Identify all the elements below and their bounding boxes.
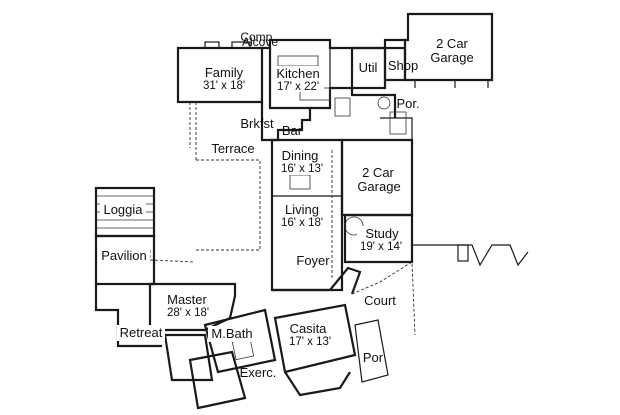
garage-top-label-1: 2 Car — [436, 36, 468, 51]
court-outline — [351, 261, 416, 336]
kitchen-walls — [268, 48, 397, 118]
foyer-walls — [272, 266, 362, 295]
study-size: 19' x 14' — [360, 241, 402, 253]
garage-top-label-2: Garage — [430, 50, 473, 65]
exerc-walls — [188, 350, 247, 410]
casita-size: 17' x 13' — [289, 336, 331, 348]
por-top-label: Por. — [396, 96, 419, 111]
exerc-label: Exerc. — [240, 365, 277, 380]
north-wall — [260, 38, 405, 50]
family-label: Family — [205, 65, 244, 80]
retreat-label: Retreat — [120, 325, 163, 340]
loggia-label: Loggia — [103, 202, 143, 217]
mbath-label: M.Bath — [211, 326, 252, 341]
closet-walls — [163, 333, 214, 382]
kitchen-label: Kitchen — [276, 66, 319, 81]
por-bottom-walls — [354, 319, 389, 383]
living-size: 16' x 18' — [281, 217, 323, 229]
master-size: 28' x 18' — [167, 307, 209, 319]
pavilion-walls — [94, 234, 156, 286]
comp-label: Comp. — [240, 30, 275, 44]
study-walls — [343, 213, 414, 264]
room-labels: 2 Car Garage Comp. Alcove Family 31' x 1… — [98, 30, 474, 380]
living-label: Living — [285, 202, 319, 217]
pavilion-label: Pavilion — [101, 248, 147, 263]
brkfst-walls — [260, 102, 312, 142]
dining-label: Dining — [282, 148, 319, 163]
mbath-walls — [203, 308, 277, 374]
dining-living-walls — [270, 138, 344, 292]
master-label: Master — [167, 292, 207, 307]
garage-mid-label-1: 2 Car — [362, 165, 394, 180]
terrace-label: Terrace — [211, 141, 254, 156]
walls — [94, 12, 529, 410]
study-label: Study — [365, 226, 399, 241]
por-bottom-label: Por — [363, 350, 384, 365]
alcove-label: Alcove — [242, 35, 278, 49]
util-label: Util — [359, 60, 378, 75]
east-wall — [412, 244, 529, 267]
casita-label: Casita — [290, 321, 328, 336]
shop-label: Shop — [388, 58, 418, 73]
brkfst-label: Brkfst — [240, 116, 274, 131]
foyer-label: Foyer — [296, 253, 330, 268]
court-label: Court — [364, 293, 396, 308]
casita-walls — [273, 303, 357, 374]
family-size: 31' x 18' — [203, 80, 245, 92]
bar-label: Bar — [282, 123, 303, 138]
garage-mid-label-2: Garage — [357, 179, 400, 194]
dining-size: 16' x 13' — [281, 163, 323, 175]
kitchen-size: 17' x 22' — [277, 81, 319, 93]
terrace-outline — [196, 159, 261, 251]
retreat-walls — [94, 284, 162, 348]
